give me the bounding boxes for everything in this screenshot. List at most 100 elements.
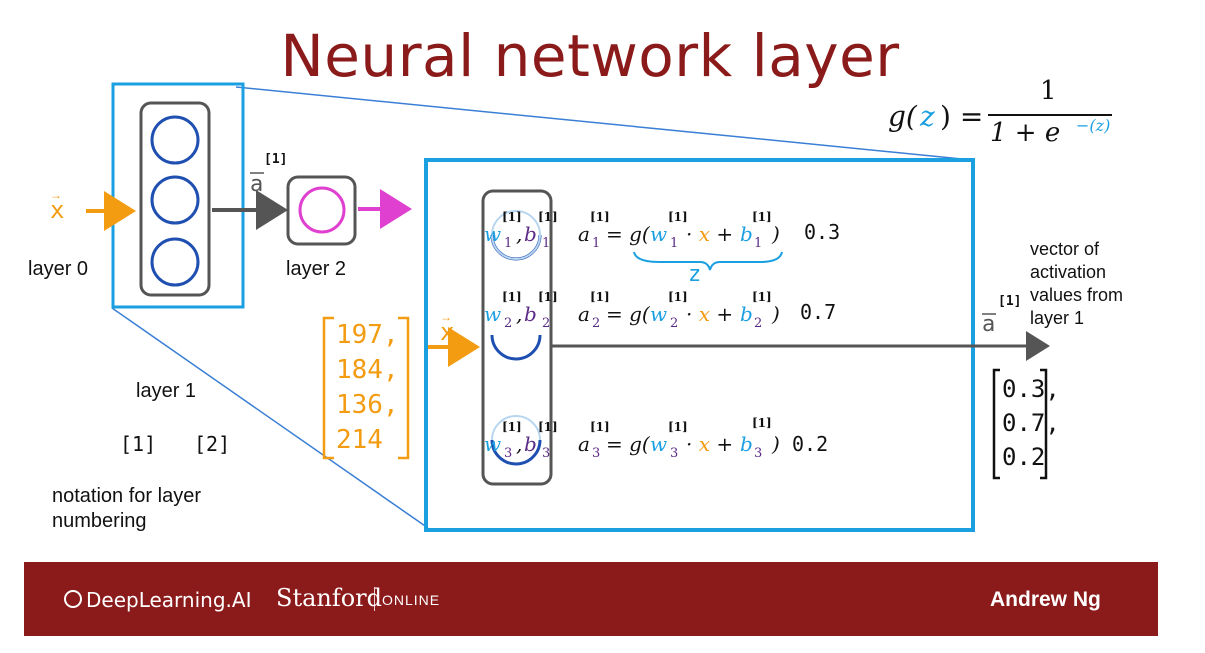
unit-row-1: w [1] 1 , b [1] 1 a [1] 1 = g( w [1] 1 ·… bbox=[482, 210, 882, 256]
output-a-sup: [1] bbox=[998, 294, 1022, 309]
layer2-neuron bbox=[298, 186, 346, 234]
output-description: vector of activation values from layer 1 bbox=[1030, 239, 1124, 328]
a1-unit-sub: 1 bbox=[592, 236, 601, 251]
layer2-label: layer 2 bbox=[286, 258, 347, 280]
eq-close: ) bbox=[772, 432, 780, 456]
a1-label: a bbox=[250, 172, 264, 197]
unit-3-output: 0.2 bbox=[792, 432, 829, 456]
eq-w-sub: 2 bbox=[670, 316, 679, 331]
w1-sup: [1] bbox=[502, 210, 522, 224]
input-vector: 197, 184, 136, 214 bbox=[336, 318, 399, 458]
eq-b-sub: 1 bbox=[754, 236, 763, 251]
footer-bar: DeepLearning.AI Stanford ONLINE Andrew N… bbox=[24, 562, 1158, 636]
deeplearning-logo-icon bbox=[64, 590, 82, 608]
comma: , bbox=[516, 302, 523, 326]
zoom-input-x-label: x bbox=[440, 318, 455, 346]
output-vector: 0.3, 0.7, 0.2 bbox=[1002, 372, 1060, 474]
input-vector-item: 197, bbox=[336, 320, 399, 350]
w2-label: w bbox=[484, 302, 502, 326]
sigmoid-rhs: ) = bbox=[940, 100, 984, 133]
input-vector-bracket-right bbox=[398, 316, 410, 460]
w2-sub: 2 bbox=[504, 316, 513, 331]
zoom-neuron-2 bbox=[490, 334, 542, 361]
layer0-label: layer 0 bbox=[28, 258, 89, 280]
eq-b-sup: [1] bbox=[752, 210, 772, 224]
w1-label: w bbox=[484, 222, 502, 246]
layer1-label: layer 1 bbox=[136, 380, 197, 402]
zoom-neuron-3 bbox=[490, 439, 542, 466]
notation-1: [1] bbox=[120, 432, 157, 456]
fraction-bar bbox=[988, 114, 1112, 116]
eq-w-sup: [1] bbox=[668, 210, 688, 224]
w2-sup: [1] bbox=[502, 290, 522, 304]
eq-g: = g( bbox=[606, 302, 650, 326]
b1-label: b bbox=[524, 222, 537, 246]
eq-b-sup: [1] bbox=[752, 416, 772, 430]
output-vector-item: 0.3, bbox=[1002, 375, 1060, 403]
zoom-neuron-1-ghost bbox=[491, 210, 541, 260]
comma: , bbox=[516, 432, 523, 456]
deeplearning-logo-text: DeepLearning.AI bbox=[86, 588, 252, 612]
eq-g: = g( bbox=[606, 222, 650, 246]
z-brace-label: z bbox=[688, 262, 702, 287]
eq-close: ) bbox=[772, 222, 780, 246]
z-brace bbox=[633, 251, 783, 271]
eq-w: w bbox=[650, 302, 668, 326]
eq-b: b bbox=[740, 432, 753, 456]
a3-unit-sub: 3 bbox=[592, 446, 601, 461]
eq-b-sub: 3 bbox=[754, 446, 763, 461]
unit-row-2: w [1] 2 , b [1] 2 a [1] 2 = g( w [1] 2 ·… bbox=[482, 290, 882, 336]
unit-1-output: 0.3 bbox=[804, 220, 841, 244]
comma: , bbox=[516, 222, 523, 246]
layer1-box bbox=[139, 101, 211, 297]
b2-sup: [1] bbox=[538, 290, 558, 304]
unit-2-output: 0.7 bbox=[800, 300, 837, 324]
eq-w-sub: 3 bbox=[670, 446, 679, 461]
w3-sub: 3 bbox=[504, 446, 513, 461]
b1-sub: 1 bbox=[542, 236, 551, 251]
notation-text: notation for layer numbering bbox=[52, 485, 201, 532]
zoom-line-bottom bbox=[111, 307, 429, 529]
a3-unit-sup: [1] bbox=[590, 420, 610, 434]
eq-w-sup: [1] bbox=[668, 420, 688, 434]
b3-sup: [1] bbox=[538, 420, 558, 434]
zoom-input-x-arrow-glyph: → bbox=[440, 310, 452, 324]
unit-row-3: w [1] 3 , b [1] 3 a [1] 3 = g( w [1] 3 ·… bbox=[482, 416, 882, 466]
a2-unit-label: a bbox=[578, 302, 590, 326]
a1-unit-sup: [1] bbox=[590, 210, 610, 224]
a2-unit-sup: [1] bbox=[590, 290, 610, 304]
output-vector-item: 0.2 bbox=[1002, 443, 1046, 471]
sigmoid-denominator: 1 + e bbox=[990, 118, 1061, 148]
layer2-box bbox=[286, 175, 357, 246]
input-vector-item: 184, bbox=[336, 355, 399, 385]
footer-separator bbox=[374, 587, 375, 611]
sigmoid-exponent: −(z) bbox=[1076, 116, 1111, 135]
eq-b: b bbox=[740, 222, 753, 246]
eq-b: b bbox=[740, 302, 753, 326]
eq-dot-x: · x + bbox=[686, 302, 734, 326]
sigmoid-z: z bbox=[920, 100, 935, 133]
a3-unit-label: a bbox=[578, 432, 590, 456]
layer1-neuron-1 bbox=[150, 115, 200, 165]
input-vector-bracket-left bbox=[322, 316, 334, 460]
input-x-label: x bbox=[50, 196, 65, 224]
eq-g: = g( bbox=[606, 432, 650, 456]
w3-label: w bbox=[484, 432, 502, 456]
b2-label: b bbox=[524, 302, 537, 326]
zoom-line-top bbox=[235, 86, 973, 161]
a1-superscript: [1] bbox=[264, 152, 288, 167]
author-name: Andrew Ng bbox=[990, 588, 1101, 611]
eq-b-sub: 2 bbox=[754, 316, 763, 331]
eq-w: w bbox=[650, 222, 668, 246]
b1-sup: [1] bbox=[538, 210, 558, 224]
a1-unit-label: a bbox=[578, 222, 590, 246]
eq-close: ) bbox=[772, 302, 780, 326]
output-vector-bracket-left bbox=[992, 368, 1000, 480]
w3-sup: [1] bbox=[502, 420, 522, 434]
sigmoid-numerator: 1 bbox=[1040, 76, 1057, 106]
layer1-neuron-2 bbox=[150, 175, 200, 225]
b2-sub: 2 bbox=[542, 316, 551, 331]
sigmoid-lhs: g( bbox=[888, 100, 917, 133]
